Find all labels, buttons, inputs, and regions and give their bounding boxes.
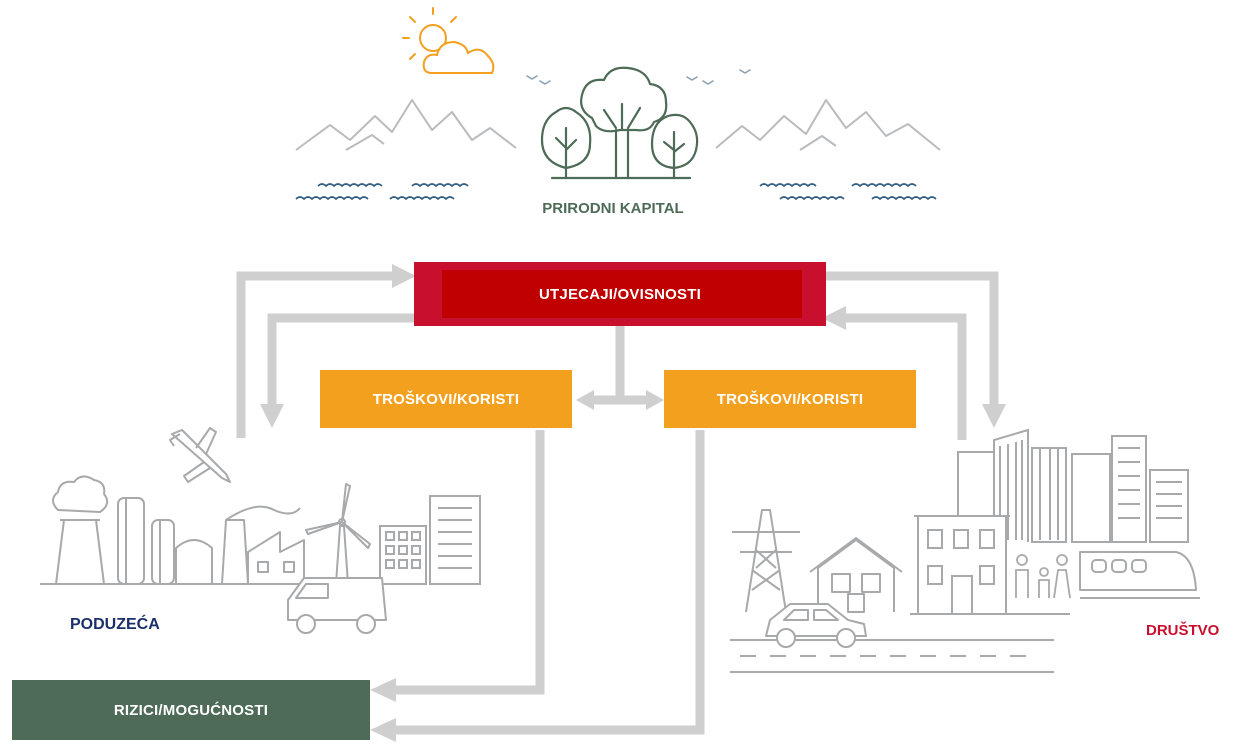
wind-turbine-icon — [305, 483, 371, 585]
car-icon — [765, 603, 867, 648]
water-waves-icon — [295, 183, 937, 201]
natural-capital-label: PRIRODNI KAPITAL — [542, 200, 684, 217]
family-icon — [1015, 554, 1071, 599]
costs-benefits-left-box: TROŠKOVI/KORISTI — [320, 370, 572, 428]
birds-icon — [526, 69, 751, 85]
impacts-dependencies-box: UTJECAJI/OVISNOSTI — [414, 262, 826, 326]
sun-cloud-icon — [402, 7, 495, 74]
arrow-heads — [260, 264, 1006, 742]
risks-opportunities-label: RIZICI/MOGUĆNOSTI — [113, 701, 269, 719]
impacts-dependencies-label: UTJECAJI/OVISNOSTI — [539, 285, 701, 303]
risks-opportunities-box: RIZICI/MOGUĆNOSTI — [12, 680, 370, 740]
road-icon — [730, 613, 1070, 673]
arrow-loops — [236, 271, 999, 735]
house-icon — [809, 537, 903, 613]
society-label: DRUŠTVO — [1146, 622, 1220, 639]
trees-icon — [540, 66, 699, 180]
power-pylon-icon — [732, 509, 800, 613]
van-icon — [287, 577, 387, 634]
office-building-icon — [379, 495, 481, 585]
mountains-icon — [295, 99, 941, 151]
airplane-icon — [169, 427, 231, 483]
business-label: PODUZEĆA — [70, 616, 160, 633]
impacts-dependencies-inner — [442, 270, 802, 318]
costs-benefits-right-box: TROŠKOVI/KORISTI — [664, 370, 916, 428]
factory-icon — [40, 475, 420, 585]
train-icon — [1079, 551, 1200, 599]
apartment-building-icon — [914, 515, 1010, 615]
